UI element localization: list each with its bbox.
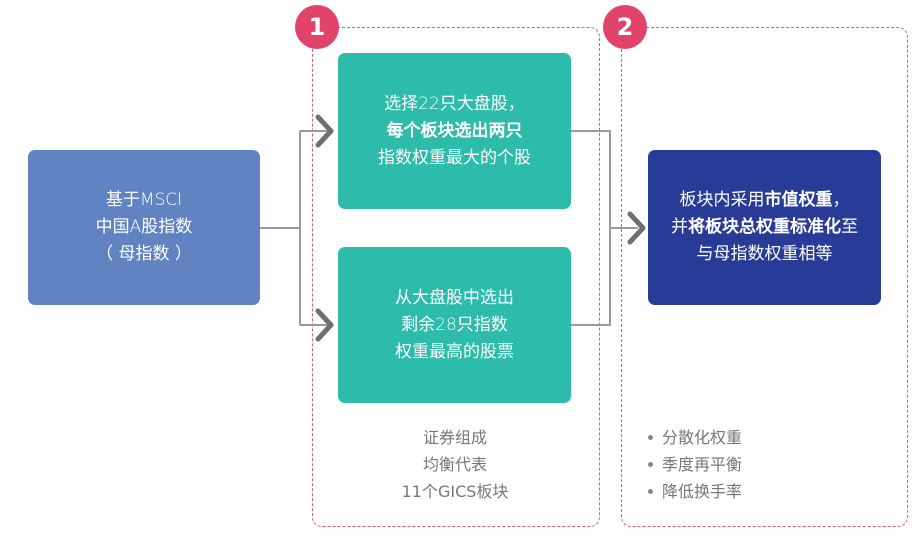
box-text-bold: 将板块总权重标准化 [688, 217, 841, 237]
step2-region [621, 27, 908, 527]
bullet-item: 季度再平衡 [648, 451, 742, 478]
box-text: ， [832, 190, 850, 210]
box-line: 与母指数权重相等 [696, 244, 833, 264]
box-text-bold: 市值权重 [764, 190, 833, 210]
box-line: 权重最高的股票 [395, 341, 514, 362]
box-line: 剩余28只指数 [401, 314, 508, 335]
bullet-item: 降低换手率 [648, 478, 742, 505]
arrow-icon [315, 114, 334, 148]
select-remaining-box: 从大盘股中选出 剩余28只指数 权重最高的股票 [338, 247, 571, 403]
step2-bullets: 分散化权重 季度再平衡 降低换手率 [648, 424, 742, 505]
connector-merge-top [571, 130, 611, 326]
source-line: 基于MSCI [105, 190, 183, 210]
bullet-item: 分散化权重 [648, 424, 742, 451]
weighting-box: 板块内采用市值权重， 并将板块总权重标准化至 与母指数权重相等 [648, 150, 881, 305]
box-line: 选择22只大盘股， [384, 93, 525, 114]
note-line: 证券组成 [422, 428, 487, 447]
box-line-bold: 每个板块选出两只 [386, 120, 523, 141]
note-line: 均衡代表 [422, 455, 487, 474]
bullet-text: 降低换手率 [662, 482, 743, 501]
arrow-icon [315, 308, 334, 342]
step1-region [312, 27, 600, 527]
box-line: 从大盘股中选出 [395, 287, 514, 308]
arrow-icon [627, 211, 646, 245]
source-line: 中国A股指数 [95, 217, 193, 237]
step2-badge: 2 [603, 5, 647, 49]
step1-badge: 1 [295, 5, 339, 49]
bullet-text: 分散化权重 [662, 428, 743, 447]
box-text: 并 [671, 217, 688, 237]
select-top-box: 选择22只大盘股， 每个板块选出两只 指数权重最大的个股 [338, 53, 571, 209]
source-line: （ 母指数 ） [96, 244, 192, 264]
bullet-text: 季度再平衡 [662, 455, 743, 474]
bullet-dot-icon [648, 462, 653, 467]
note-line: 11个GICS板块 [401, 482, 509, 501]
bullet-dot-icon [648, 435, 653, 440]
step1-notes: 证券组成 均衡代表 11个GICS板块 [312, 424, 598, 505]
box-text: 至 [841, 217, 858, 237]
source-index-box: 基于MSCI 中国A股指数 （ 母指数 ） [28, 150, 260, 305]
box-line: 指数权重最大的个股 [378, 147, 531, 168]
bullet-dot-icon [648, 489, 653, 494]
box-text: 板块内采用 [679, 190, 765, 210]
